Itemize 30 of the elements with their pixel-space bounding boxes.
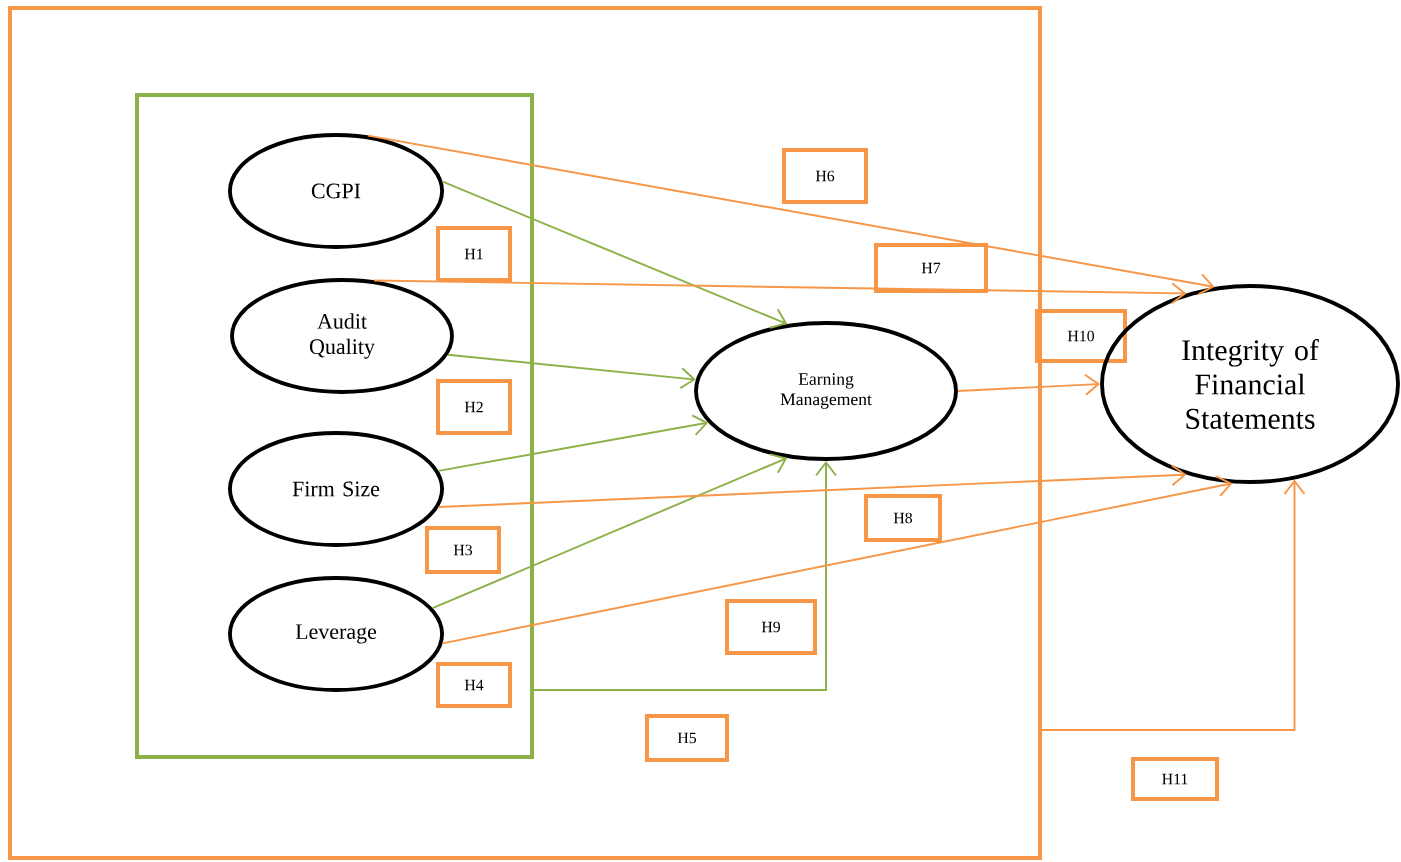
ellipse-node: Earning Management (694, 321, 958, 461)
hypothesis-box: H2 (436, 379, 513, 435)
arrow (367, 134, 1215, 296)
frame-box (8, 5, 1043, 860)
arrow (437, 414, 709, 472)
hypothesis-box: H1 (436, 225, 513, 282)
hypothesis-box: H7 (874, 242, 989, 293)
hypothesis-box: H9 (725, 599, 818, 655)
hypothesis-box: H10 (1035, 308, 1128, 363)
arrow (437, 464, 1187, 509)
arrow (441, 180, 788, 329)
hypothesis-box: H3 (425, 526, 502, 574)
ellipse-node: Audit Quality (230, 278, 454, 394)
group-box (135, 92, 535, 759)
ellipse-node: Leverage (228, 576, 444, 692)
ellipse-node: CGPI (228, 133, 444, 249)
arrow (431, 453, 788, 610)
arrow (1041, 479, 1306, 731)
hypothesis-box: H6 (782, 148, 868, 204)
arrow (373, 279, 1187, 305)
hypothesis-box: H5 (645, 713, 730, 762)
hypothesis-box: H11 (1131, 756, 1220, 801)
hypothesis-box: H8 (864, 494, 942, 542)
arrow (441, 475, 1233, 645)
ellipse-node: Firm Size (228, 431, 444, 547)
ellipse-node: Integrity of Financial Statements (1100, 284, 1400, 484)
arrow (956, 373, 1101, 396)
hypothesis-box: H4 (436, 661, 513, 708)
arrow (533, 460, 837, 691)
arrow (447, 353, 696, 390)
